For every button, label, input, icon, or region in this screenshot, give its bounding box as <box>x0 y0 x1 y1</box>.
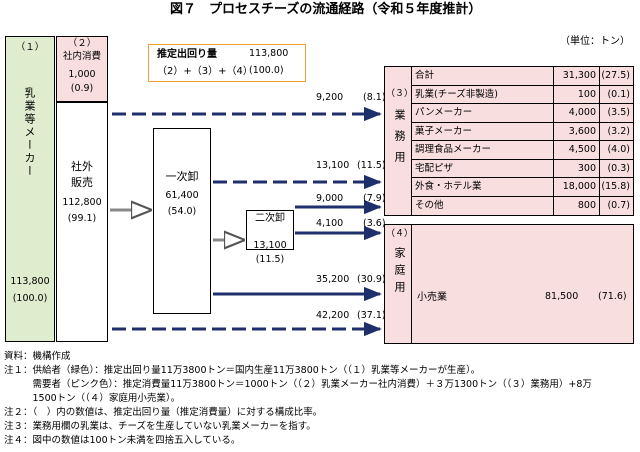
row-name: 調理食品メーカー <box>415 144 492 155</box>
secondary-wholesale-label: 二次卸 <box>255 213 285 224</box>
unit-label: （単位：トン） <box>560 36 630 47</box>
flow-pct-13100: (11.5) <box>357 160 386 171</box>
flow-label-9000: 9,000 <box>316 193 344 204</box>
row-pct: (27.5) <box>599 67 633 85</box>
box-external-sales: 社外 販売 112,800 (99.1) <box>56 102 108 342</box>
row-name: 菓子メーカー <box>415 126 473 137</box>
box-inhouse-value: 1,000 <box>68 69 96 80</box>
row-value: 800 <box>553 197 599 215</box>
table-row: 宅配ピザ 300 (0.3) <box>411 160 633 178</box>
row-value: 100 <box>553 86 599 103</box>
household-use-num: （４） <box>386 229 414 239</box>
table-row: 乳業(チーズ非製造) 100 (0.1) <box>411 86 633 104</box>
flow-pct-9200: (8.1) <box>363 92 386 103</box>
row-pct: (0.7) <box>599 197 633 215</box>
note-3: 注３：業務用欄の乳業は、チーズを生産していない乳業メーカーを指す。 <box>4 421 316 432</box>
flow-label-42200: 42,200 <box>316 310 350 321</box>
flow-label-13100: 13,100 <box>316 160 350 171</box>
box-inhouse-pct: (0.9) <box>70 83 94 94</box>
external-sales-label-1: 社外 <box>71 160 93 173</box>
secondary-wholesale-value: 13,100 <box>253 240 287 251</box>
row-value: 31,300 <box>553 67 599 85</box>
estimate-formula: （2）+（3）+（4） <box>157 66 253 77</box>
note-1-cont-a: 需要者（ピンク色）：推定消費量11万3800トン＝1000トン（（２）乳業メーカ… <box>4 379 592 390</box>
household-retail-name: 小売業 <box>417 292 447 303</box>
table-row: 合計 31,300 (27.5) <box>411 67 633 86</box>
row-pct: (3.2) <box>599 123 633 140</box>
external-sales-value: 112,800 <box>62 197 102 208</box>
box-inhouse-label: 社内消費 <box>62 51 101 62</box>
household-use-label: 家庭用 <box>393 247 406 298</box>
secondary-wholesale-pct: (11.5) <box>255 254 285 265</box>
flow-label-9200: 9,200 <box>316 92 344 103</box>
row-pct: (15.8) <box>599 178 633 196</box>
note-source: 資料：機構作成 <box>4 351 71 362</box>
row-name: その他 <box>415 200 444 211</box>
row-pct: (0.1) <box>599 86 633 103</box>
flow-pct-42200: (37.1) <box>357 310 386 321</box>
row-name: パンメーカー <box>415 107 473 118</box>
flow-label-4100: 4,100 <box>316 218 344 229</box>
row-name: 宅配ピザ <box>415 163 454 174</box>
note-4: 注４：図中の数値は100トン未満を四捨五入している。 <box>4 435 241 446</box>
flow-pct-35200: (30.9) <box>357 274 386 285</box>
external-sales-pct: (99.1) <box>67 213 97 224</box>
note-1-cont-b: 1500トン（（４）家庭用小売業）。 <box>4 393 181 404</box>
table-row: 菓子メーカー 3,600 (3.2) <box>411 123 633 141</box>
business-use-label: 業務用 <box>393 109 406 172</box>
row-value: 3,600 <box>553 123 599 140</box>
household-use-side: （４） 家庭用 <box>385 225 414 343</box>
estimate-label: 推定出回り量 <box>157 49 217 60</box>
business-use-num: （３） <box>386 89 414 99</box>
household-retail-value: 81,500 <box>545 291 579 302</box>
note-2: 注２：（ ）内の数値は、推定出回り量（推定消費量）に対する構成比率。 <box>4 407 323 418</box>
box-household-use: （４） 家庭用 小売業 81,500 (71.6) <box>384 224 634 344</box>
flow-pct-4100: (3.6) <box>363 218 386 229</box>
household-retail-pct: (71.6) <box>598 291 627 302</box>
row-pct: (4.0) <box>599 141 633 159</box>
box-manufacturer-label: 乳業等メーカー <box>23 87 36 178</box>
primary-wholesale-pct: (54.0) <box>167 206 197 217</box>
row-value: 300 <box>553 160 599 177</box>
row-name: 外食・ホテル業 <box>415 181 482 192</box>
table-row: 外食・ホテル業 18,000 (15.8) <box>411 178 633 197</box>
estimate-value: 113,800 <box>249 48 289 59</box>
row-pct: (0.3) <box>599 160 633 177</box>
estimate-box: 推定出回り量 113,800 （2）+（3）+（4） (100.0) <box>148 44 306 82</box>
diagram-title: 図７ プロセスチーズの流通経路（令和５年度推計） <box>170 2 482 17</box>
table-row: その他 800 (0.7) <box>411 197 633 215</box>
box-manufacturer-num: （１） <box>15 42 45 53</box>
flow-label-35200: 35,200 <box>316 274 350 285</box>
row-pct: (3.5) <box>599 104 633 122</box>
box-inhouse-num: （２） <box>67 38 97 49</box>
box-manufacturer: （１） 乳業等メーカー 113,800 (100.0) <box>5 36 55 342</box>
box-primary-wholesale: 一次卸 61,400 (54.0) <box>153 128 211 314</box>
row-name: 乳業(チーズ非製造) <box>415 89 498 100</box>
box-inhouse: （２） 社内消費 1,000 (0.9) <box>56 36 108 102</box>
flow-pct-9000: (7.9) <box>363 193 386 204</box>
external-sales-label-2: 販売 <box>71 176 93 189</box>
box-manufacturer-value: 113,800 <box>10 276 50 287</box>
row-name: 合計 <box>415 70 435 81</box>
row-value: 4,500 <box>553 141 599 159</box>
box-manufacturer-pct: (100.0) <box>12 293 48 304</box>
box-secondary-wholesale: 二次卸 <box>246 210 294 250</box>
business-use-table: 合計 31,300 (27.5) 乳業(チーズ非製造) 100 (0.1) パン… <box>411 67 633 215</box>
primary-wholesale-value: 61,400 <box>165 190 199 201</box>
business-use-side: （３） 業務用 <box>385 67 414 215</box>
estimate-pct: (100.0) <box>249 65 284 76</box>
box-business-use: （３） 業務用 合計 31,300 (27.5) 乳業(チーズ非製造) 100 … <box>384 66 634 216</box>
row-value: 4,000 <box>553 104 599 122</box>
row-value: 18,000 <box>553 178 599 196</box>
table-row: パンメーカー 4,000 (3.5) <box>411 104 633 123</box>
note-1: 注１：供給者（緑色）：推定出回り量11万3800トン＝国内生産11万3800トン… <box>4 365 481 376</box>
table-row: 調理食品メーカー 4,500 (4.0) <box>411 141 633 160</box>
primary-wholesale-label: 一次卸 <box>165 170 199 183</box>
